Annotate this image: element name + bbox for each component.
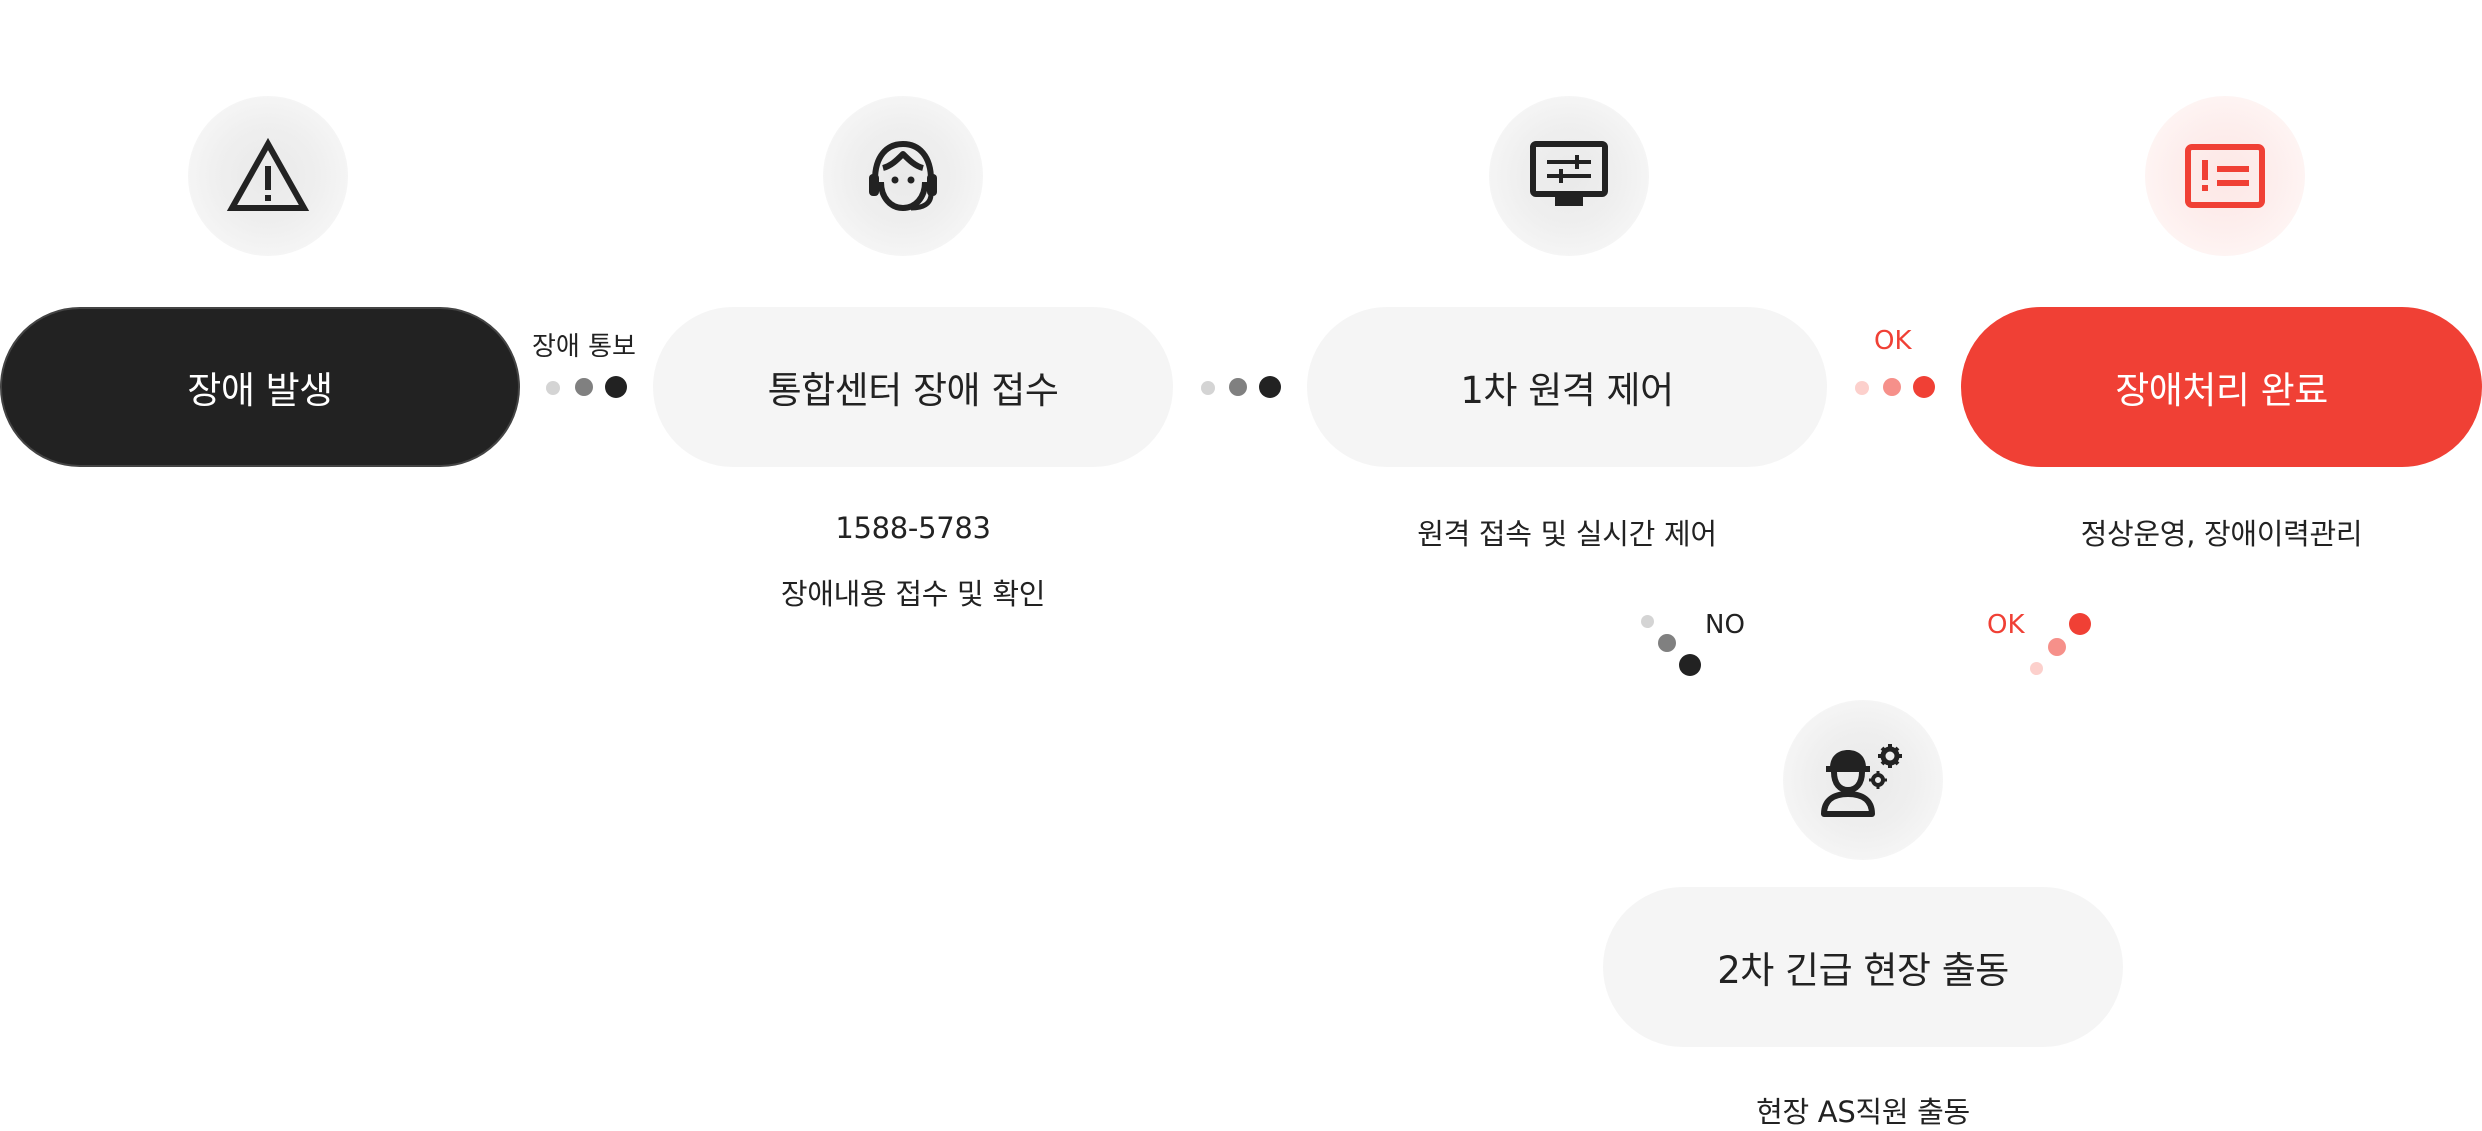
step5-pill: 2차 긴급 현장 출동 — [1603, 887, 2123, 1047]
step3-icon-circle — [1489, 96, 1649, 256]
step4-desc-line1: 정상운영, 장애이력관리 — [2080, 517, 2363, 551]
connector2-dot-medium — [1229, 378, 1247, 396]
step2-desc-line1: 1588-5783 — [835, 511, 991, 545]
step2-desc-line2: 장애내용 접수 및 확인 — [780, 577, 1046, 611]
step1-label: 장애 발생 — [187, 369, 333, 412]
step2-label: 통합센터 장애 접수 — [767, 369, 1059, 412]
step2-pill: 통합센터 장애 접수 — [653, 307, 1173, 467]
step3-pill: 1차 원격 제어 — [1307, 307, 1827, 467]
monitor-controls-icon — [1530, 141, 1608, 206]
step4-pill: 장애처리 완료 — [1961, 307, 2482, 467]
connector3-dot-medium — [1883, 378, 1901, 396]
connector4-dot-small — [1641, 615, 1654, 628]
technician-gear-icon — [1821, 744, 1902, 817]
connector2-dot-small — [1201, 381, 1215, 395]
step1-pill: 장애 발생 — [0, 307, 520, 467]
step4-icon-circle — [2145, 96, 2305, 256]
connector5-dot-small — [2030, 662, 2043, 675]
notice-list-icon — [2185, 144, 2265, 208]
connector1-dot-large — [605, 376, 627, 398]
connector4-dot-large — [1679, 654, 1701, 676]
connector5-dot-medium — [2048, 638, 2066, 656]
warning-triangle-icon — [226, 138, 310, 211]
step4-label: 장애처리 완료 — [2115, 369, 2328, 412]
connector3-dot-small — [1855, 381, 1869, 395]
connector5-label: OK — [1987, 610, 2025, 640]
connector2-dot-large — [1259, 376, 1281, 398]
step3-desc-line1: 원격 접속 및 실시간 제어 — [1417, 517, 1717, 551]
step5-desc-line1: 현장 AS직원 출동 — [1756, 1095, 1970, 1129]
step2-icon-circle — [823, 96, 983, 256]
step5-label: 2차 긴급 현장 출동 — [1717, 949, 2009, 992]
connector3-label: OK — [1874, 326, 1912, 356]
connector3-dot-large — [1913, 376, 1935, 398]
step1-icon-circle — [188, 96, 348, 256]
connector1-label: 장애 통보 — [532, 332, 636, 362]
headset-agent-icon — [869, 140, 937, 212]
connector1-dot-medium — [575, 378, 593, 396]
step3-label: 1차 원격 제어 — [1460, 369, 1674, 412]
connector4-dot-medium — [1658, 634, 1676, 652]
connector1-dot-small — [546, 381, 560, 395]
connector4-label: NO — [1705, 610, 1745, 640]
step5-icon-circle — [1783, 700, 1943, 860]
connector5-dot-large — [2069, 613, 2091, 635]
